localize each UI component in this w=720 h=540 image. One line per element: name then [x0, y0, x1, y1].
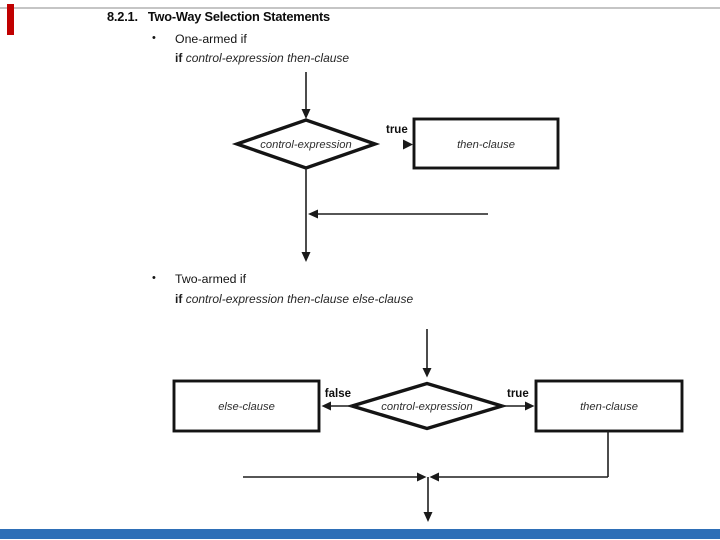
fc2-true-label: true [507, 388, 529, 400]
fc2-merge-right-arrowhead-icon [429, 472, 439, 482]
syntax-two-armed-body: control-expression then-clause else-clau… [185, 292, 414, 306]
fc2-merge-left-arrowhead-icon [417, 472, 427, 482]
fc2-false-arrowhead-icon [321, 401, 331, 411]
bullet-one-armed: • One-armed if [152, 32, 247, 46]
bullet-two-armed-label: Two-armed if [175, 272, 247, 286]
fc1-merge-arrowhead-icon [308, 209, 318, 219]
fc2-else-box [172, 379, 321, 433]
fc2-then-box [534, 379, 684, 433]
bullet-icon: • [152, 32, 156, 44]
footer-bar [0, 529, 720, 539]
top-rule-divider [0, 7, 720, 9]
fc1-true-label: true [386, 124, 408, 136]
fc1-then-label: then-clause [457, 139, 515, 151]
page-title: Two-Way Selection Statements [147, 9, 330, 24]
fc2-exit-arrowhead-icon [423, 512, 433, 522]
syntax-one-armed-body: control-expression then-clause [185, 51, 350, 65]
if-keyword: if [175, 51, 183, 65]
fc2-entry-arrowhead-icon [422, 368, 432, 378]
section-number: 8.2.1. [107, 9, 138, 24]
fc2-then-label: then-clause [580, 401, 638, 413]
fc2-true-arrowhead-icon [525, 401, 535, 411]
if-keyword: if [175, 292, 183, 306]
fc1-true-arrowhead-icon [403, 139, 413, 150]
red-accent-bar [7, 4, 14, 35]
syntax-two-armed: if control-expression then-clause else-c… [175, 292, 413, 306]
bullet-one-armed-label: One-armed if [175, 32, 247, 46]
bullet-two-armed: • Two-armed if [152, 272, 246, 286]
fc1-decision-diamond [231, 118, 381, 170]
fc1-then-box [412, 117, 560, 170]
syntax-one-armed: if control-expression then-clause [175, 51, 349, 65]
fc1-entry-arrowhead-icon [301, 109, 311, 119]
fc1-exit-arrowhead-icon [301, 252, 311, 262]
fc2-false-label: false [325, 388, 351, 400]
fc2-condition-label: control-expression [381, 401, 472, 413]
bullet-icon: • [152, 272, 156, 284]
section-heading: 8.2.1. Two-Way Selection Statements [107, 9, 330, 24]
fc1-condition-label: control-expression [260, 139, 351, 151]
fc2-else-label: else-clause [218, 401, 275, 413]
